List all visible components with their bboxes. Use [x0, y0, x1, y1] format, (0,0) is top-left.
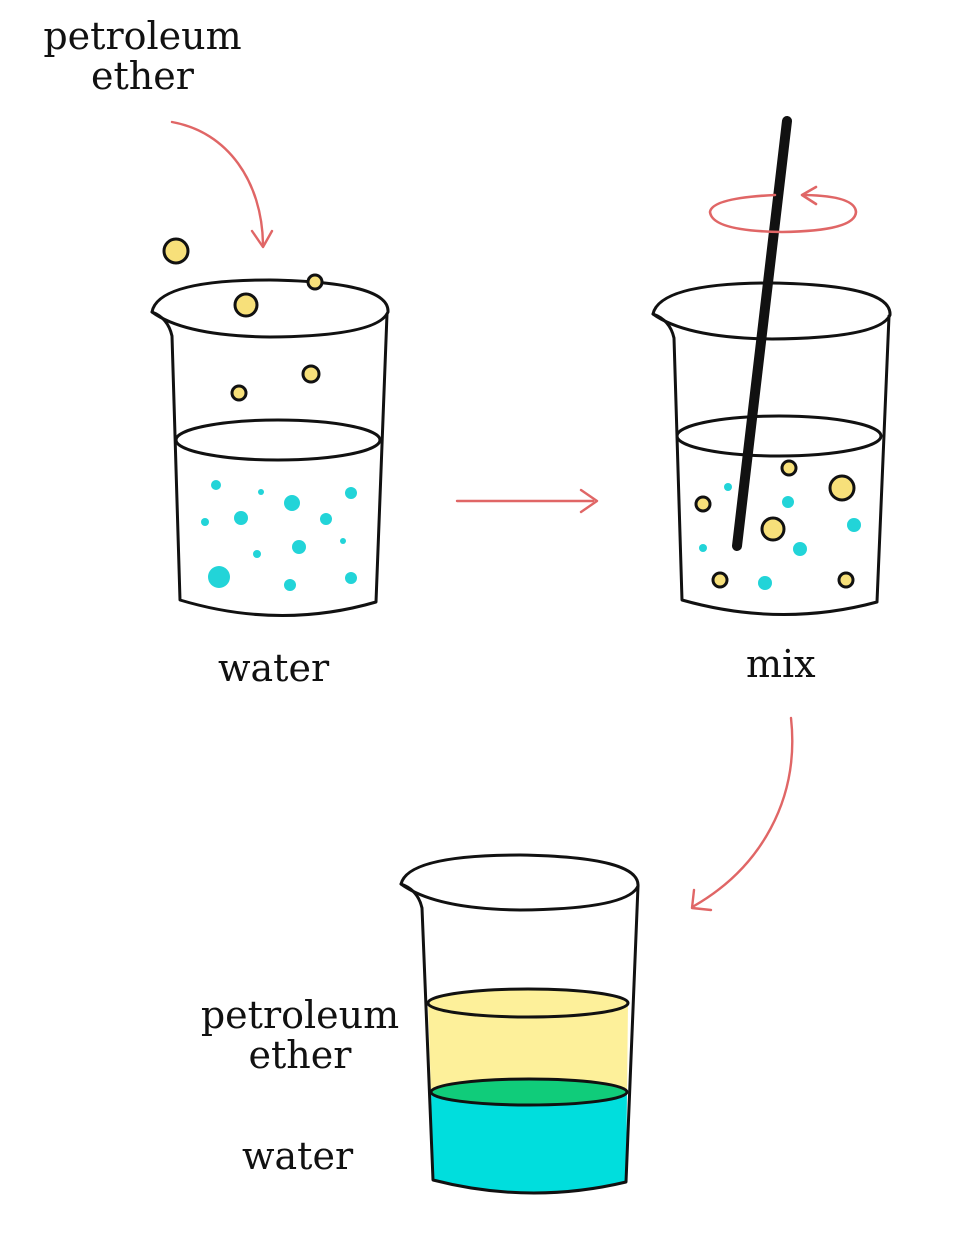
beaker-1-water: [176, 443, 380, 616]
pour-arrow-head: [250, 229, 274, 249]
pour-arrow-icon: [170, 120, 265, 246]
mixed-ether-droplets: [694, 459, 856, 589]
label-petroleum-ether-layer: petroleum ether: [200, 995, 400, 1075]
beaker-3: [399, 853, 640, 1195]
label-petroleum-ether-top: petroleum ether: [40, 16, 245, 96]
ether-droplets: [162, 237, 324, 402]
label-layer-line2: ether: [248, 1033, 352, 1077]
beaker-2: [651, 281, 892, 617]
settle-arrow-icon: [692, 716, 794, 908]
mixed-water-specks: [699, 483, 861, 590]
ether-layer: [428, 1003, 628, 1102]
label-water: water: [218, 646, 330, 690]
water-layer: [431, 1093, 627, 1194]
water-specks: [201, 480, 357, 591]
beaker-2-rim: [651, 281, 892, 341]
label-top-line1: petroleum: [43, 14, 242, 58]
ether-layer-top: [426, 987, 630, 1019]
beaker-1-rim: [150, 278, 390, 339]
label-layer-line1: petroleum: [200, 993, 400, 1037]
label-mix: mix: [746, 642, 816, 686]
label-water-layer: water: [242, 1134, 354, 1178]
stirring-rod-icon: [732, 116, 792, 551]
rotation-arrow-icon: [708, 193, 858, 234]
beaker-2-outline: [651, 312, 891, 617]
label-top-line2: ether: [91, 54, 194, 98]
beaker-1-surface: [174, 418, 382, 462]
interface-layer: [429, 1077, 629, 1107]
beaker-1: [150, 237, 390, 618]
beaker-3-rim: [399, 853, 640, 912]
beaker-2-surface: [675, 414, 883, 458]
